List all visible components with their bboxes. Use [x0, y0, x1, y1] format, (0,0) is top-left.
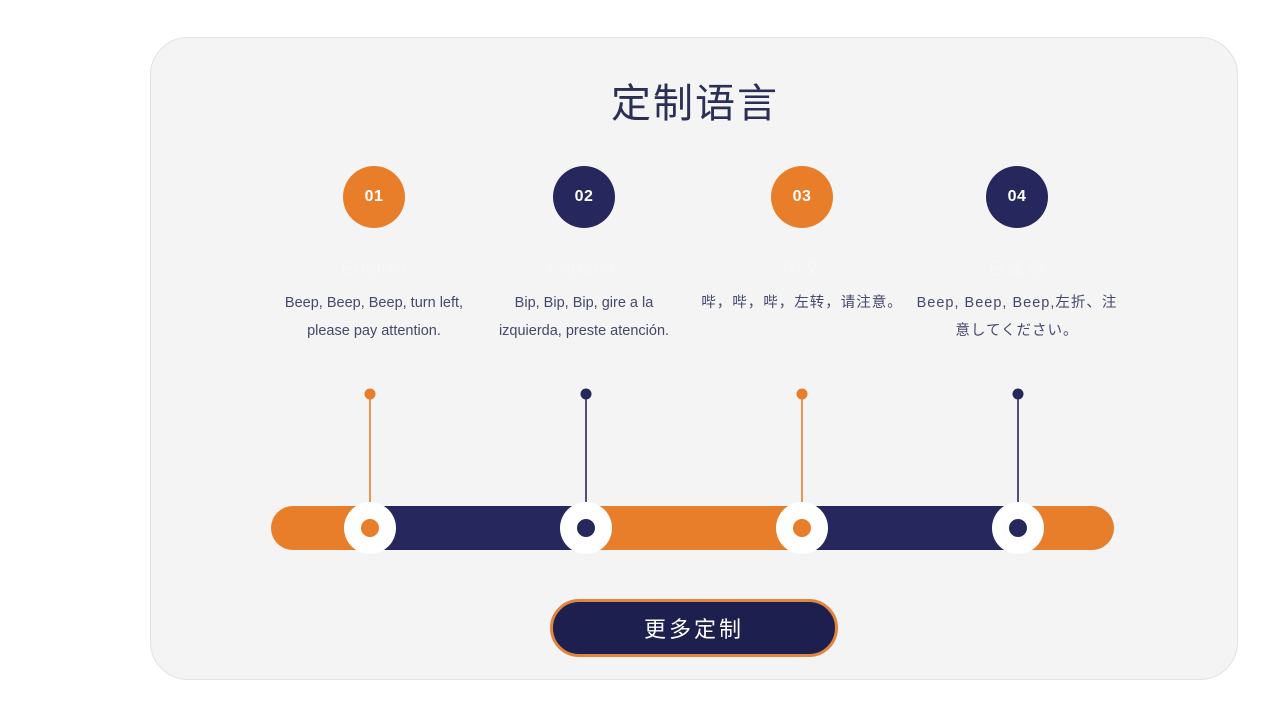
- language-name-chinese: 中文: [782, 259, 822, 280]
- page-title: 定制语言: [611, 82, 779, 126]
- language-column-2: 02 Español Bip, Bip, Bip, gire a la izqu…: [476, 166, 692, 345]
- language-sample-japanese: Beep, Beep, Beep,左折、注意してください。: [916, 295, 1118, 339]
- language-column-3: 03 中文 哔，哔，哔，左转，请注意。: [694, 166, 910, 317]
- step-badge-02[interactable]: 02: [553, 166, 615, 228]
- language-column-1: 01 English Beep, Beep, Beep, turn left, …: [266, 166, 482, 345]
- language-column-4: 04 日本語 Beep, Beep, Beep,左折、注意してください。: [909, 166, 1125, 345]
- language-sample-chinese: 哔，哔，哔，左转，请注意。: [701, 295, 903, 311]
- language-columns: 01 English Beep, Beep, Beep, turn left, …: [151, 38, 1239, 681]
- language-sample-espanol: Bip, Bip, Bip, gire a la izquierda, pres…: [498, 295, 670, 339]
- more-customization-button[interactable]: 更多定制: [550, 599, 838, 657]
- content-card: 定制语言 01 English Beep, Beep, Beep, turn l…: [150, 37, 1238, 680]
- language-name-english: English: [341, 259, 407, 280]
- language-sample-english: Beep, Beep, Beep, turn left, please pay …: [284, 295, 464, 339]
- language-name-espanol: Español: [547, 259, 621, 280]
- step-badge-03[interactable]: 03: [771, 166, 833, 228]
- step-badge-01[interactable]: 01: [343, 166, 405, 228]
- step-badge-04[interactable]: 04: [986, 166, 1048, 228]
- language-name-japanese: 日本語: [987, 259, 1047, 280]
